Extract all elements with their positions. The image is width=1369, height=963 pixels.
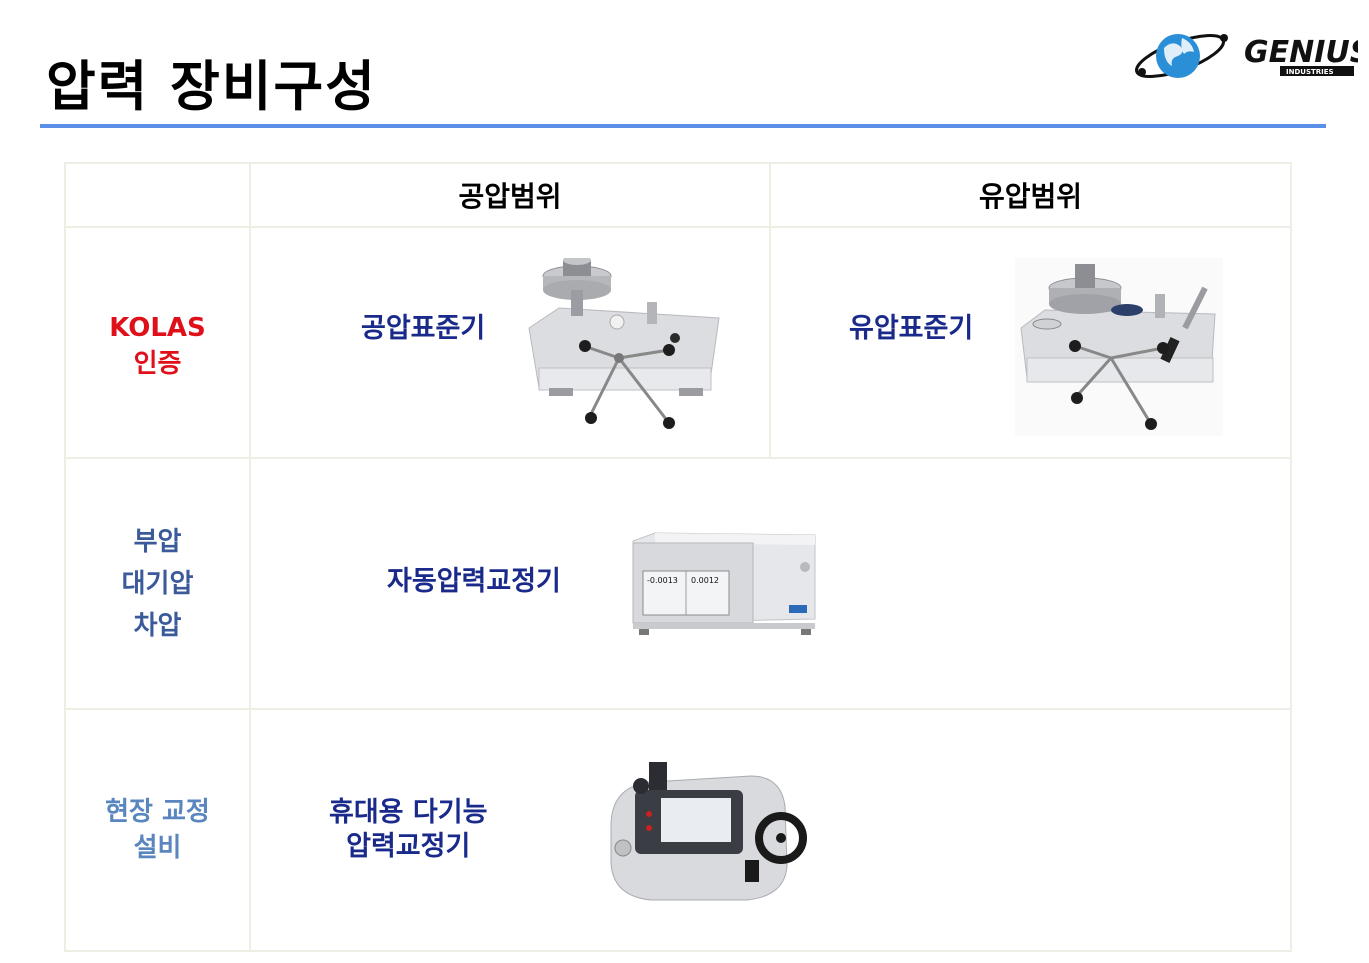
auto-pressure-calibrator-image: -0.0013 0.0012 bbox=[632, 532, 816, 635]
cell-portable-calibrator: 휴대용 다기능 압력교정기 bbox=[249, 708, 1292, 952]
portable-calibrator-label-line: 압력교정기 bbox=[346, 831, 471, 862]
portable-pressure-calibrator-image bbox=[610, 762, 807, 901]
page-title: 압력 장비구성 bbox=[46, 55, 377, 118]
logo-subtext: INDUSTRIES bbox=[1286, 68, 1334, 76]
table-row-kolas: KOLAS 인증 공압표준기 bbox=[64, 226, 1292, 459]
row-label-vacuum: 부압 대기압 차압 bbox=[64, 457, 251, 710]
row-label-line: 차압 bbox=[133, 610, 182, 641]
cell-hydraulic-standard: 유압표준기 bbox=[769, 226, 1292, 459]
logo-text: GENIUS bbox=[1244, 35, 1358, 70]
header-hydraulic: 유압범위 bbox=[769, 162, 1292, 228]
table-row-vacuum: 부압 대기압 차압 자동압력교정기 -0.0013 0.0012 bbox=[64, 457, 1292, 710]
header-pneumatic: 공압범위 bbox=[249, 162, 771, 228]
table-row-field: 현장 교정 설비 휴대용 다기능 압력교정기 bbox=[64, 708, 1292, 952]
hydraulic-deadweight-tester-image bbox=[1015, 258, 1223, 436]
portable-calibrator-label-line: 휴대용 다기능 bbox=[329, 797, 488, 828]
row-label-line: KOLAS bbox=[109, 312, 206, 343]
row-label-line: 부압 bbox=[133, 526, 182, 557]
cell-pneumatic-standard: 공압표준기 bbox=[249, 226, 771, 459]
row-label-line: 설비 bbox=[133, 833, 182, 863]
header-empty bbox=[64, 162, 251, 228]
display-reading-right: 0.0012 bbox=[691, 576, 719, 585]
row-label-line: 대기압 bbox=[121, 568, 194, 599]
row-label-line: 인증 bbox=[133, 348, 182, 379]
hydraulic-standard-label: 유압표준기 bbox=[849, 313, 974, 344]
display-reading-left: -0.0013 bbox=[647, 576, 678, 585]
cell-auto-calibrator: 자동압력교정기 -0.0013 0.0012 bbox=[249, 457, 1292, 710]
title-divider bbox=[40, 124, 1326, 128]
company-logo: GENIUS INDUSTRIES bbox=[1135, 33, 1358, 79]
pneumatic-standard-label: 공압표준기 bbox=[361, 313, 486, 344]
portable-calibrator-label: 휴대용 다기능 압력교정기 bbox=[329, 796, 487, 864]
pneumatic-deadweight-tester-image bbox=[528, 258, 720, 429]
row-label-field: 현장 교정 설비 bbox=[64, 708, 251, 952]
equipment-table: 공압범위 유압범위 KOLAS 인증 공압표준기 bbox=[64, 162, 1292, 952]
header-row: 공압범위 유압범위 bbox=[64, 162, 1292, 228]
auto-calibrator-label: 자동압력교정기 bbox=[387, 566, 561, 597]
row-label-kolas: KOLAS 인증 bbox=[64, 226, 251, 459]
row-label-line: 현장 교정 bbox=[105, 797, 210, 827]
